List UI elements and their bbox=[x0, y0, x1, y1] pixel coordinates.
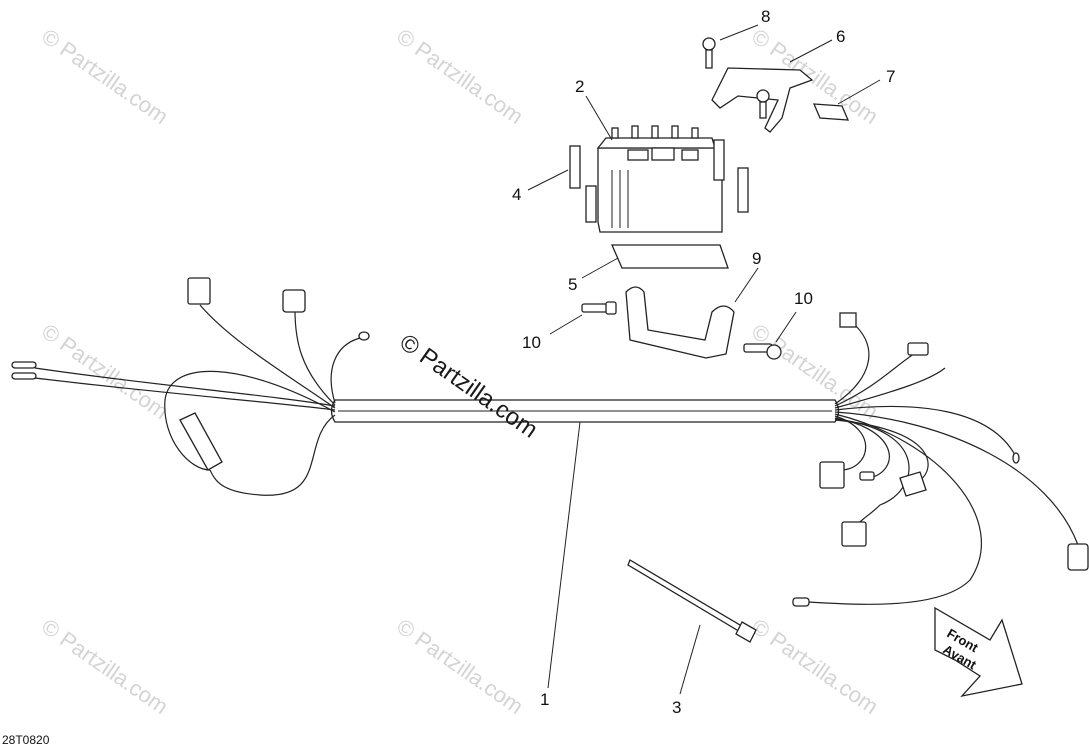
watermark-tile: © Partzilla.com bbox=[37, 24, 173, 130]
callout-3: 3 bbox=[672, 698, 681, 717]
watermark-main: © Partzilla.com bbox=[395, 329, 543, 444]
leader-lines bbox=[527, 24, 881, 695]
bolt-icon bbox=[581, 301, 617, 315]
callout-8: 8 bbox=[761, 7, 770, 26]
hold-down-strap bbox=[711, 67, 814, 133]
reference-code: 28T0820 bbox=[2, 733, 50, 747]
battery-bracket bbox=[625, 286, 735, 359]
battery-terminals bbox=[611, 125, 699, 139]
watermark-tile: © Partzilla.com bbox=[37, 614, 173, 720]
callouts: 1 2 3 4 5 6 7 8 9 10 10 bbox=[512, 7, 895, 717]
battery bbox=[596, 125, 723, 233]
battery-base-pad bbox=[611, 244, 729, 269]
watermark-tile: © Partzilla.com bbox=[392, 614, 528, 720]
screw-icon bbox=[756, 89, 770, 119]
rubber-pad bbox=[812, 103, 850, 121]
watermark-tile: © Partzilla.com bbox=[392, 24, 528, 130]
callout-2: 2 bbox=[575, 77, 584, 96]
bolt-icon bbox=[743, 343, 782, 360]
callout-5: 5 bbox=[568, 275, 577, 294]
callout-7: 7 bbox=[886, 67, 895, 86]
callout-10-left: 10 bbox=[522, 333, 541, 352]
callout-10-right: 10 bbox=[794, 289, 813, 308]
wiring-harness bbox=[11, 277, 1089, 607]
callout-9: 9 bbox=[752, 249, 761, 268]
front-direction-arrow: Front Avant bbox=[934, 606, 1023, 698]
callout-4: 4 bbox=[512, 185, 521, 204]
callout-6: 6 bbox=[836, 27, 845, 46]
battery-pads bbox=[569, 139, 749, 223]
watermark-tile: © Partzilla.com bbox=[747, 614, 883, 720]
screw-icon bbox=[702, 37, 716, 69]
callout-1: 1 bbox=[540, 690, 549, 709]
cable-tie bbox=[627, 559, 757, 643]
